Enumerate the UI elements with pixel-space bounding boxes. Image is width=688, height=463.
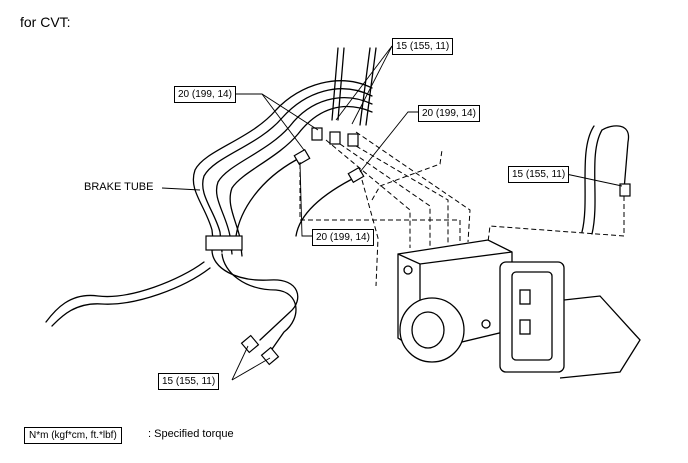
abs-actuator (397, 239, 641, 379)
tube-mid-1 (235, 159, 297, 237)
leader-lower-mid (299, 161, 312, 237)
tube-bundle-2 (202, 88, 373, 253)
torque-callout-top-right: 15 (155, 11) (392, 38, 454, 55)
tube-lower-2 (221, 253, 297, 353)
dash-1 (325, 139, 411, 248)
leader-bottom-2 (231, 357, 271, 381)
fitting-nut-6 (619, 183, 631, 197)
tube-mid-2 (295, 175, 359, 237)
leader-mid (359, 111, 418, 173)
fitting-nut-3 (347, 133, 359, 147)
tube-lower-3 (45, 261, 205, 323)
tube-right-2 (591, 129, 603, 235)
leader-top-right-1 (335, 45, 393, 121)
dash-3 (355, 145, 449, 244)
brake-tube-label: BRAKE TUBE (84, 181, 154, 193)
leader-brake-tube (161, 187, 201, 191)
torque-callout-mid: 20 (199, 14) (418, 105, 480, 122)
leader-top-left-2 (261, 93, 305, 151)
tube-lower-4 (51, 267, 211, 327)
legend-description: : Specified torque (148, 428, 234, 440)
tube-upper-2 (337, 47, 345, 121)
legend-unit-box: N*m (kgf*cm, ft.*lbf) (24, 427, 122, 444)
tube-upper-3 (359, 47, 371, 126)
tube-clamp (205, 235, 243, 251)
leader-bottom-1 (231, 345, 249, 381)
tube-right-1 (581, 125, 595, 233)
torque-callout-top-left: 20 (199, 14) (174, 86, 236, 103)
fitting-nut-2 (329, 131, 341, 145)
tube-bundle-1 (192, 80, 373, 251)
tube-bundle-4 (229, 105, 373, 257)
fitting-nut-5 (347, 166, 365, 184)
dash-7 (487, 196, 625, 243)
dash-4 (355, 131, 471, 243)
dash-2 (339, 143, 431, 246)
tube-upper-1 (331, 47, 339, 121)
dash-6 (299, 164, 461, 244)
torque-callout-right: 15 (155, 11) (508, 166, 570, 183)
tube-bundle-3 (215, 97, 373, 255)
fitting-nut-4 (293, 148, 311, 166)
tube-right-3 (601, 125, 630, 191)
fitting-nut-1 (311, 127, 323, 141)
torque-callout-lower-mid: 20 (199, 14) (312, 229, 374, 246)
torque-callout-bottom: 15 (155, 11) (158, 373, 220, 390)
dash-8 (371, 149, 443, 201)
dash-5 (361, 179, 379, 287)
leader-right (565, 173, 623, 187)
caption: for CVT: (20, 14, 71, 30)
tube-lower-1 (211, 249, 299, 341)
leader-top-right-2 (351, 45, 393, 125)
fitting-nut-7 (240, 334, 260, 354)
